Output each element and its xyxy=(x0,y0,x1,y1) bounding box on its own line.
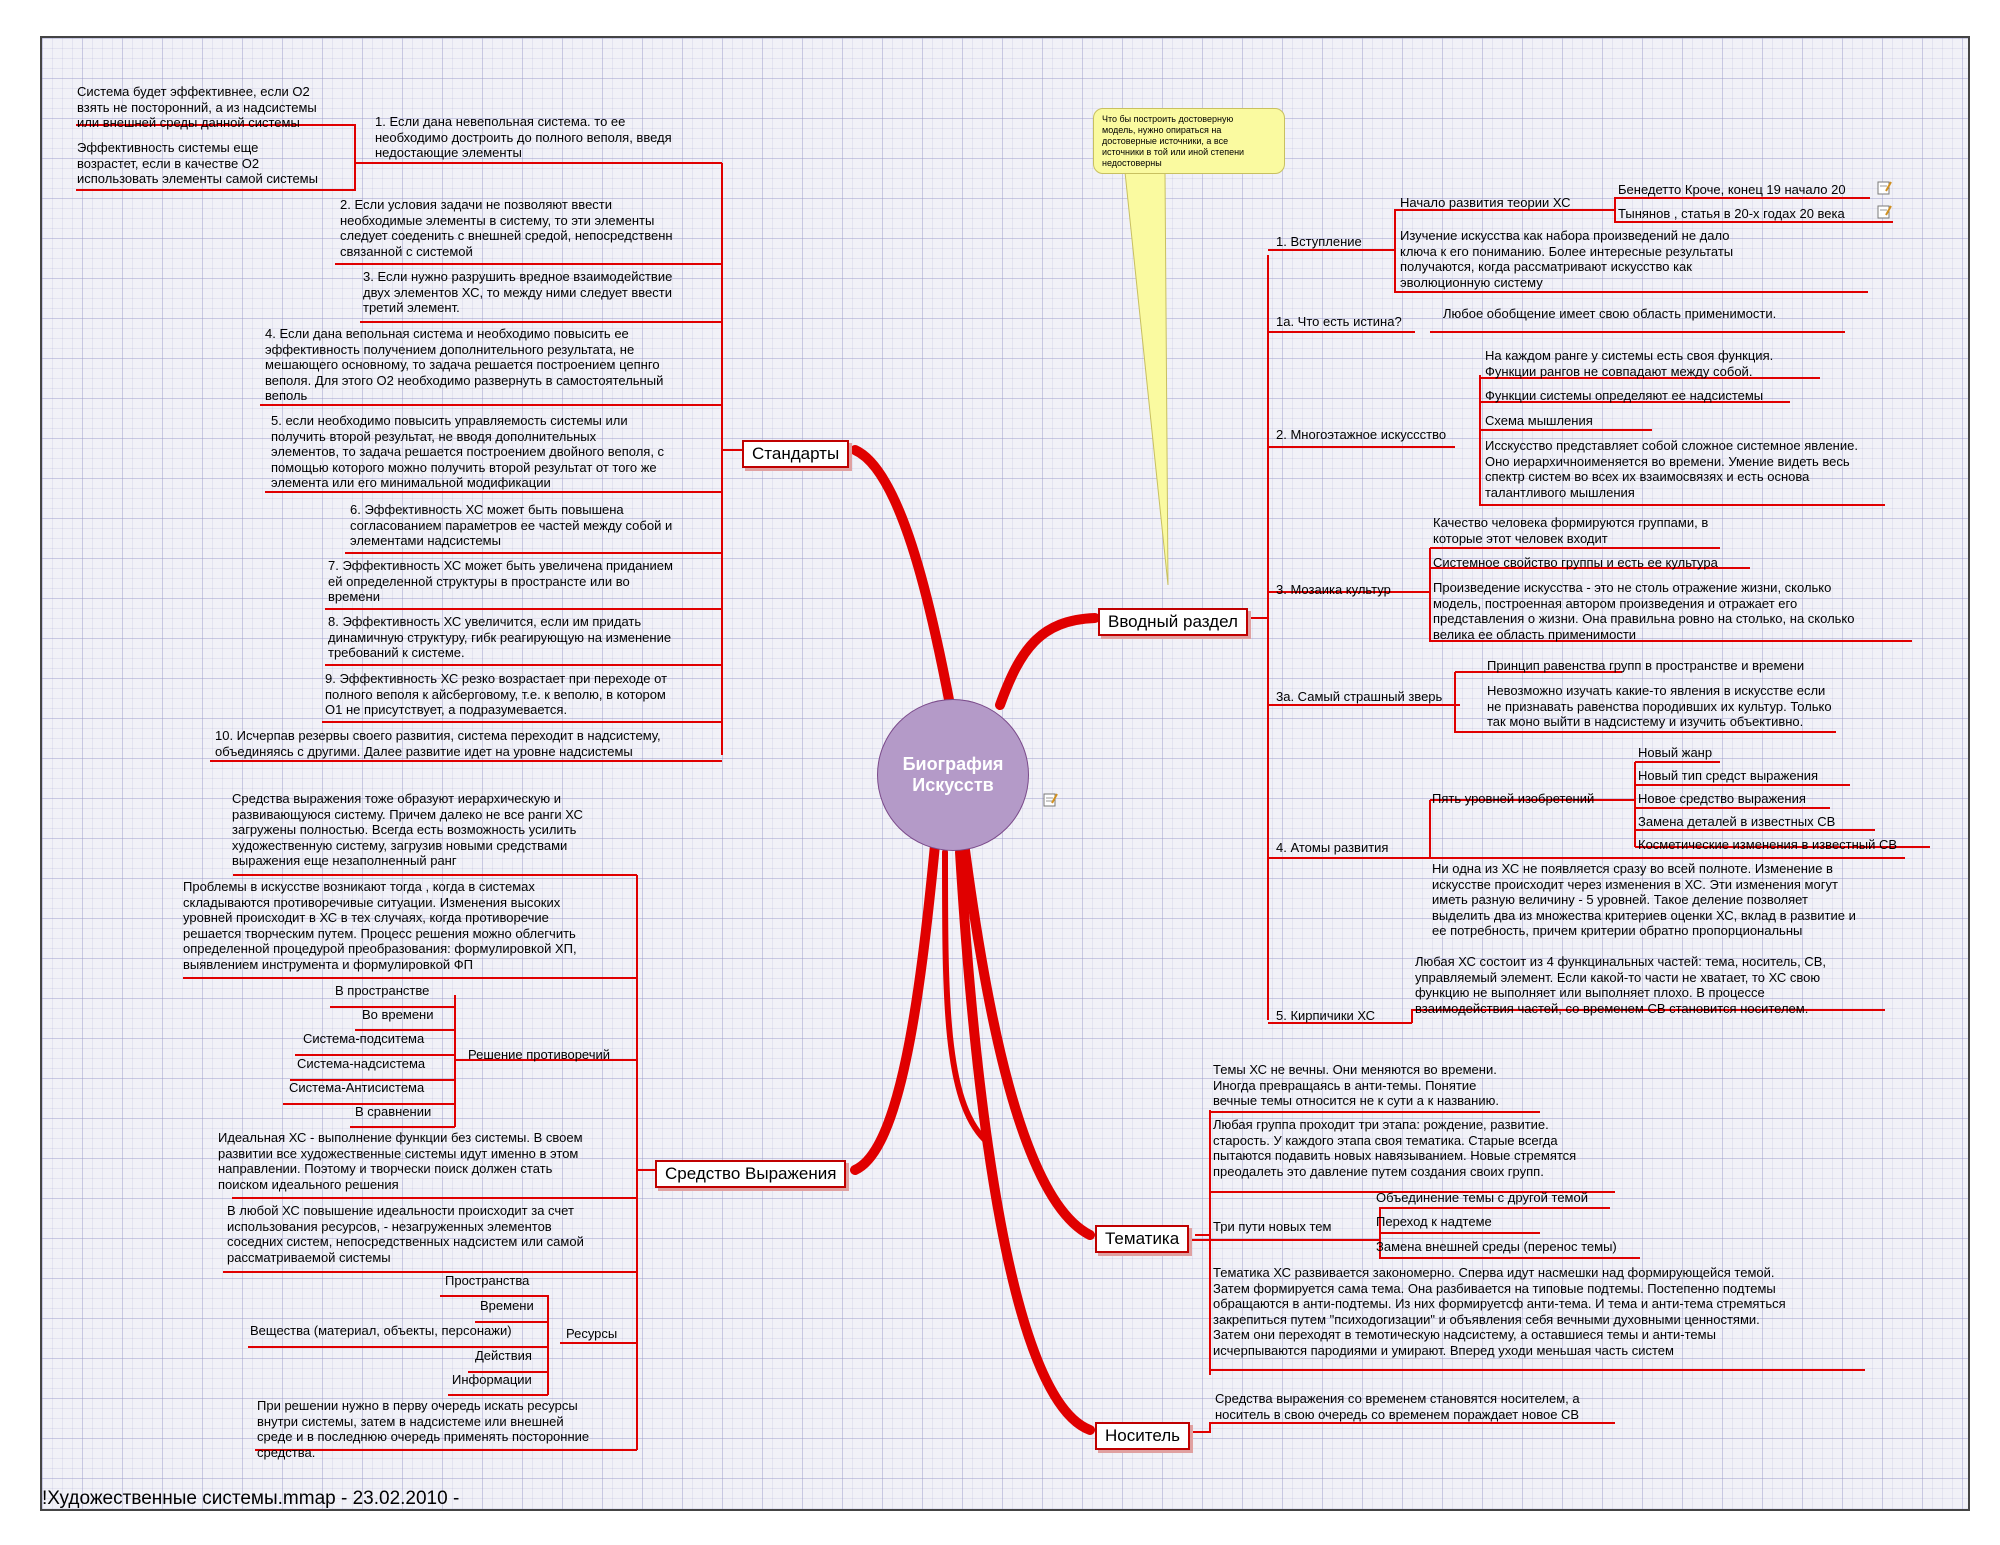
themes-3c[interactable]: Замена внешней среды (перенос темы) xyxy=(1376,1239,1617,1254)
standard-1[interactable]: 1. Если дана невепольная система. то ее … xyxy=(375,114,672,160)
intro-5a[interactable]: Любая ХС состоит из 4 функцинальных част… xyxy=(1415,954,1826,1016)
standard-3[interactable]: 3. Если нужно разрушить вредное взаимоде… xyxy=(363,269,673,315)
means-3[interactable]: Решение противоречий xyxy=(468,1047,611,1062)
means-5[interactable]: В любой ХС повышение идеальности происхо… xyxy=(227,1203,584,1265)
callout-pointer xyxy=(1124,171,1169,586)
means-6e[interactable]: Информации xyxy=(452,1372,532,1387)
branch-line-carrier xyxy=(955,847,1095,1435)
note-icon[interactable] xyxy=(1043,792,1058,807)
intro-4a2[interactable]: Новый тип средст выражения xyxy=(1638,768,1819,783)
standard-8[interactable]: 8. Эффективность ХС увеличится, если им … xyxy=(328,614,672,660)
intro-2c[interactable]: Схема мышления xyxy=(1485,413,1593,428)
themes-3[interactable]: Три пути новых тем xyxy=(1213,1219,1332,1234)
themes-4[interactable]: Тематика ХС развивается закономерно. Спе… xyxy=(1213,1265,1786,1358)
standard-1b[interactable]: Эффективность системы еще возрастет, есл… xyxy=(77,140,318,186)
intro-3x1[interactable]: Принцип равенства групп в пространстве и… xyxy=(1487,658,1805,673)
means-1[interactable]: Средства выражения тоже образуют иерархи… xyxy=(232,791,583,868)
thin-connectors xyxy=(76,124,1930,1451)
intro-4b[interactable]: Ни одна из ХС не появляется сразу во все… xyxy=(1432,861,1856,938)
intro-4[interactable]: 4. Атомы развития xyxy=(1276,840,1389,855)
means-7[interactable]: При решении нужно в перву очередь искать… xyxy=(257,1398,590,1460)
means-6d[interactable]: Действия xyxy=(475,1348,532,1363)
branch-standards[interactable]: Стандарты xyxy=(742,440,850,468)
intro-1a2[interactable]: Тынянов , статья в 20-х годах 20 века xyxy=(1618,206,1845,221)
intro-2a[interactable]: На каждом ранге у системы есть своя функ… xyxy=(1485,348,1774,379)
intro-3x[interactable]: 3а. Самый страшный зверь xyxy=(1276,689,1443,704)
intro-1a[interactable]: Начало развития теории ХС xyxy=(1400,195,1571,210)
means-3f[interactable]: В сравнении xyxy=(355,1104,432,1119)
means-6a[interactable]: Пространства xyxy=(445,1273,530,1288)
standard-10[interactable]: 10. Исчерпав резервы своего развития, си… xyxy=(215,728,661,759)
intro-1b[interactable]: Изучение искусства как набора произведен… xyxy=(1400,228,1734,290)
intro-2d[interactable]: Исскусство представляет собой сложное си… xyxy=(1485,438,1858,500)
note-icon[interactable] xyxy=(1877,204,1892,219)
standard-1a[interactable]: Система будет эффективнее, если О2 взять… xyxy=(77,84,317,130)
intro-truth-1[interactable]: Любое обобщение имеет свою область приме… xyxy=(1443,306,1777,321)
callout-note: Что бы построить достоверную модель, нуж… xyxy=(1093,108,1285,174)
means-6[interactable]: Ресурсы xyxy=(566,1326,618,1341)
intro-3c[interactable]: Произведение искусства - это не столь от… xyxy=(1433,580,1855,642)
means-3c[interactable]: Система-подситема xyxy=(303,1031,425,1046)
intro-1[interactable]: 1. Вступление xyxy=(1276,234,1362,249)
intro-3[interactable]: 3. Мозаика культур xyxy=(1276,582,1391,597)
intro-4a[interactable]: Пять уровней изобретений xyxy=(1432,791,1595,806)
branch-line-themes xyxy=(960,845,1095,1240)
carrier-1[interactable]: Средства выражения со временем становятс… xyxy=(1215,1391,1580,1422)
intro-2[interactable]: 2. Многоэтажное искуссство xyxy=(1276,427,1447,442)
note-icon[interactable] xyxy=(1877,180,1892,195)
means-3a[interactable]: В пространстве xyxy=(335,983,430,998)
branch-means[interactable]: Средство Выражения xyxy=(655,1160,847,1188)
means-3d[interactable]: Система-надсистема xyxy=(297,1056,426,1071)
footer-filename: !Художественные системы.mmap - 23.02.201… xyxy=(42,1488,460,1509)
branch-line-means xyxy=(850,840,940,1175)
intro-2b[interactable]: Функции системы определяют ее надсистемы xyxy=(1485,388,1764,403)
branch-line-standards xyxy=(850,445,955,710)
standard-6[interactable]: 6. Эффективность ХС может быть повышена … xyxy=(350,502,673,548)
means-2[interactable]: Проблемы в искусстве возникают тогда , к… xyxy=(183,879,577,972)
themes-1[interactable]: Темы ХС не вечны. Они меняются во времен… xyxy=(1213,1062,1499,1108)
central-topic[interactable]: Биография Искусств xyxy=(877,699,1029,851)
branch-line-extra xyxy=(942,849,988,1143)
intro-1a1[interactable]: Бенедетто Кроче, конец 19 начало 20 xyxy=(1618,182,1846,197)
standard-7[interactable]: 7. Эффективность ХС может быть увеличена… xyxy=(328,558,673,604)
means-6c[interactable]: Вещества (материал, объекты, персонажи) xyxy=(250,1323,512,1338)
standard-4[interactable]: 4. Если дана вепольная система и необход… xyxy=(265,326,664,403)
means-3b[interactable]: Во времени xyxy=(362,1007,434,1022)
intro-4a4[interactable]: Замена деталей в известных СВ xyxy=(1638,814,1836,829)
main-branches xyxy=(850,445,1100,1435)
means-6b[interactable]: Времени xyxy=(480,1298,534,1313)
themes-3b[interactable]: Переход к надтеме xyxy=(1376,1214,1492,1229)
branch-line-intro xyxy=(995,613,1100,710)
intro-4a1[interactable]: Новый жанр xyxy=(1638,745,1713,760)
intro-3x2[interactable]: Невозможно изучать какие-то явления в ис… xyxy=(1487,683,1832,729)
standard-5[interactable]: 5. если необходимо повысить управляемост… xyxy=(271,413,665,490)
themes-3a[interactable]: Объединение темы с другой темой xyxy=(1376,1190,1588,1205)
intro-4a5[interactable]: Косметические изменения в известный СВ xyxy=(1638,837,1898,852)
branch-carrier[interactable]: Носитель xyxy=(1095,1422,1190,1450)
intro-5[interactable]: 5. Кирпичики ХС xyxy=(1276,1008,1376,1023)
means-4[interactable]: Идеальная ХС - выполнение функции без си… xyxy=(218,1130,583,1192)
themes-2[interactable]: Любая группа проходит три этапа: рождени… xyxy=(1213,1117,1577,1179)
standard-2[interactable]: 2. Если условия задачи не позволяют ввес… xyxy=(340,197,673,259)
intro-truth[interactable]: 1а. Что есть истина? xyxy=(1276,314,1402,329)
branch-intro[interactable]: Вводный раздел xyxy=(1098,608,1248,636)
means-3e[interactable]: Система-Антисистема xyxy=(289,1080,425,1095)
branch-themes[interactable]: Тематика xyxy=(1095,1225,1190,1253)
intro-3a[interactable]: Качество человека формируются группами, … xyxy=(1433,515,1709,546)
intro-3b[interactable]: Системное свойство группы и есть ее куль… xyxy=(1433,555,1718,570)
intro-4a3[interactable]: Новое средство выражения xyxy=(1638,791,1806,806)
standard-9[interactable]: 9. Эффективность ХС резко возрастает при… xyxy=(325,671,668,717)
